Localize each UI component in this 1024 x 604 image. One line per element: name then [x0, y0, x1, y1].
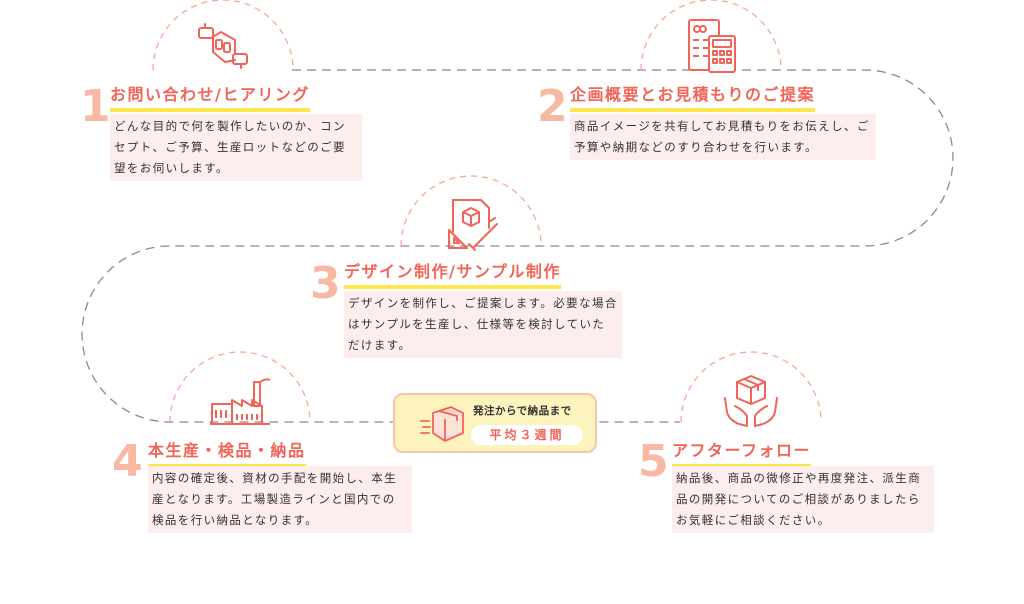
- step-5-title: アフターフォロー: [672, 440, 812, 468]
- hands-box-icon: [719, 368, 783, 432]
- step-2-title: 企画概要とお見積もりのご提案: [570, 84, 816, 112]
- step-4-arc: [169, 351, 311, 423]
- step-2-arc: [640, 0, 782, 71]
- step-4-description: 内容の確定後、資材の手配を開始し、本生産となります。工場製造ラインと国内での検品…: [148, 466, 412, 533]
- design-tools-icon: [439, 192, 503, 256]
- step-2-number: 2: [537, 81, 568, 132]
- step-1-arc: [152, 0, 294, 71]
- step-4-number: 4: [112, 436, 143, 487]
- step-2-description: 商品イメージを共有してお見積もりをお伝えし、ご予算や納期などのすり合わせを行いま…: [570, 114, 876, 160]
- step-3-title: デザイン制作/サンプル制作: [344, 261, 561, 289]
- step-1-title: お問い合わせ/ヒアリング: [110, 84, 310, 112]
- step-5-description: 納品後、商品の微修正や再度発注、派生商品の開発についてのご相談がありましたらお気…: [672, 466, 934, 533]
- step-3-number: 3: [310, 258, 341, 309]
- estimate-calculator-icon: [679, 14, 743, 78]
- factory-icon: [208, 370, 272, 434]
- step-4-title: 本生産・検品・納品: [148, 440, 306, 468]
- lead-time-badge: 発注からで納品まで 平均３週間: [393, 393, 597, 453]
- step-5-number: 5: [638, 436, 669, 487]
- handshake-icon: [191, 16, 255, 80]
- lead-time-value: 平均３週間: [471, 425, 583, 445]
- step-3-description: デザインを制作し、ご提案します。必要な場合はサンプルを生産し、仕様等を検討してい…: [344, 291, 622, 358]
- step-5-arc: [680, 351, 822, 423]
- delivery-box-icon: [419, 403, 467, 447]
- lead-time-caption: 発注からで納品まで: [473, 405, 572, 417]
- step-1-number: 1: [80, 81, 111, 132]
- step-1-description: どんな目的で何を製作したいのか、コンセプト、ご予算、生産ロットなどのご要望をお伺…: [110, 114, 362, 181]
- step-3-arc: [400, 175, 542, 247]
